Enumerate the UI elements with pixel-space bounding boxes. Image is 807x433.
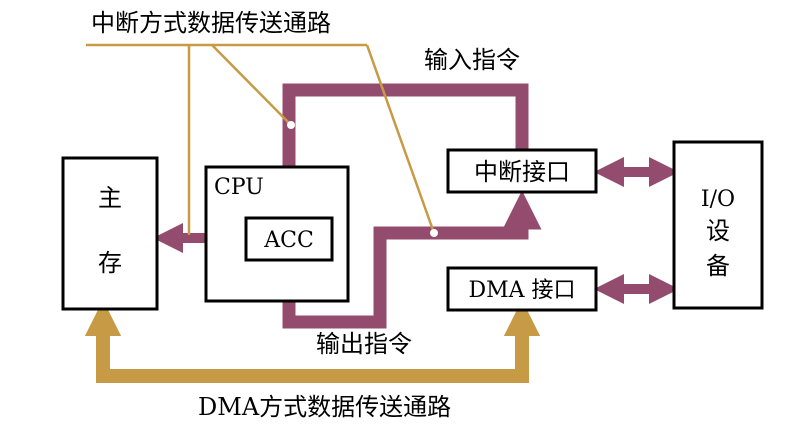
interrupt-path-leaders [86, 43, 436, 235]
interrupt-path-label: 中断方式数据传送通路 [91, 9, 331, 37]
output-instruction-path [282, 190, 542, 329]
io-device-box [672, 140, 764, 310]
interrupt-interface-label: 中断接口 [474, 158, 570, 186]
memory-label-2: 存 [98, 249, 122, 277]
input-instruction-path [269, 83, 529, 220]
interrupt-interface-box [446, 148, 598, 194]
acc-box [244, 216, 334, 262]
io-device-label-1: I/O [701, 187, 735, 212]
cpu-label: CPU [214, 175, 264, 200]
io-device-label-2: 设 [706, 217, 730, 245]
dma-path-label: DMA方式数据传送通路 [198, 393, 451, 421]
memory-label-1: 主 [98, 184, 122, 212]
acc-label: ACC [263, 228, 314, 253]
output-instruction-label: 输出指令 [316, 330, 412, 358]
dma-interface-label: DMA 接口 [468, 278, 575, 303]
io-device-label-3: 备 [706, 252, 730, 280]
leader-dot-input [287, 121, 295, 129]
memory-box [61, 156, 159, 311]
dma-interface-box [446, 266, 598, 312]
input-instruction-label: 输入指令 [424, 46, 520, 74]
leader-dot-output [430, 229, 438, 237]
dma-data-path [84, 299, 541, 383]
